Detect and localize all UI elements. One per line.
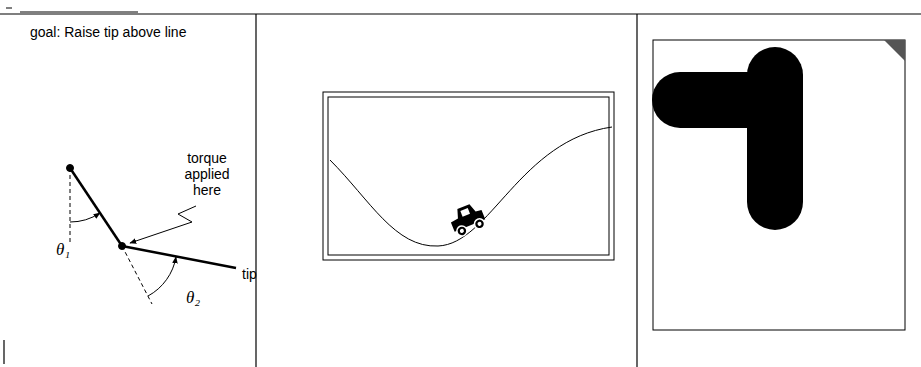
mountain-car-figure	[323, 92, 614, 260]
angle-label: θ₂	[186, 288, 200, 308]
table-frame	[0, 14, 921, 367]
tip-label: tip	[242, 266, 257, 282]
callout-text: torque applied here	[176, 150, 238, 198]
goal-line	[6, 8, 138, 12]
goal-text: goal: Raise tip above line	[30, 24, 186, 40]
angle-label: θ₁	[56, 240, 70, 260]
shape-figure	[653, 40, 905, 330]
